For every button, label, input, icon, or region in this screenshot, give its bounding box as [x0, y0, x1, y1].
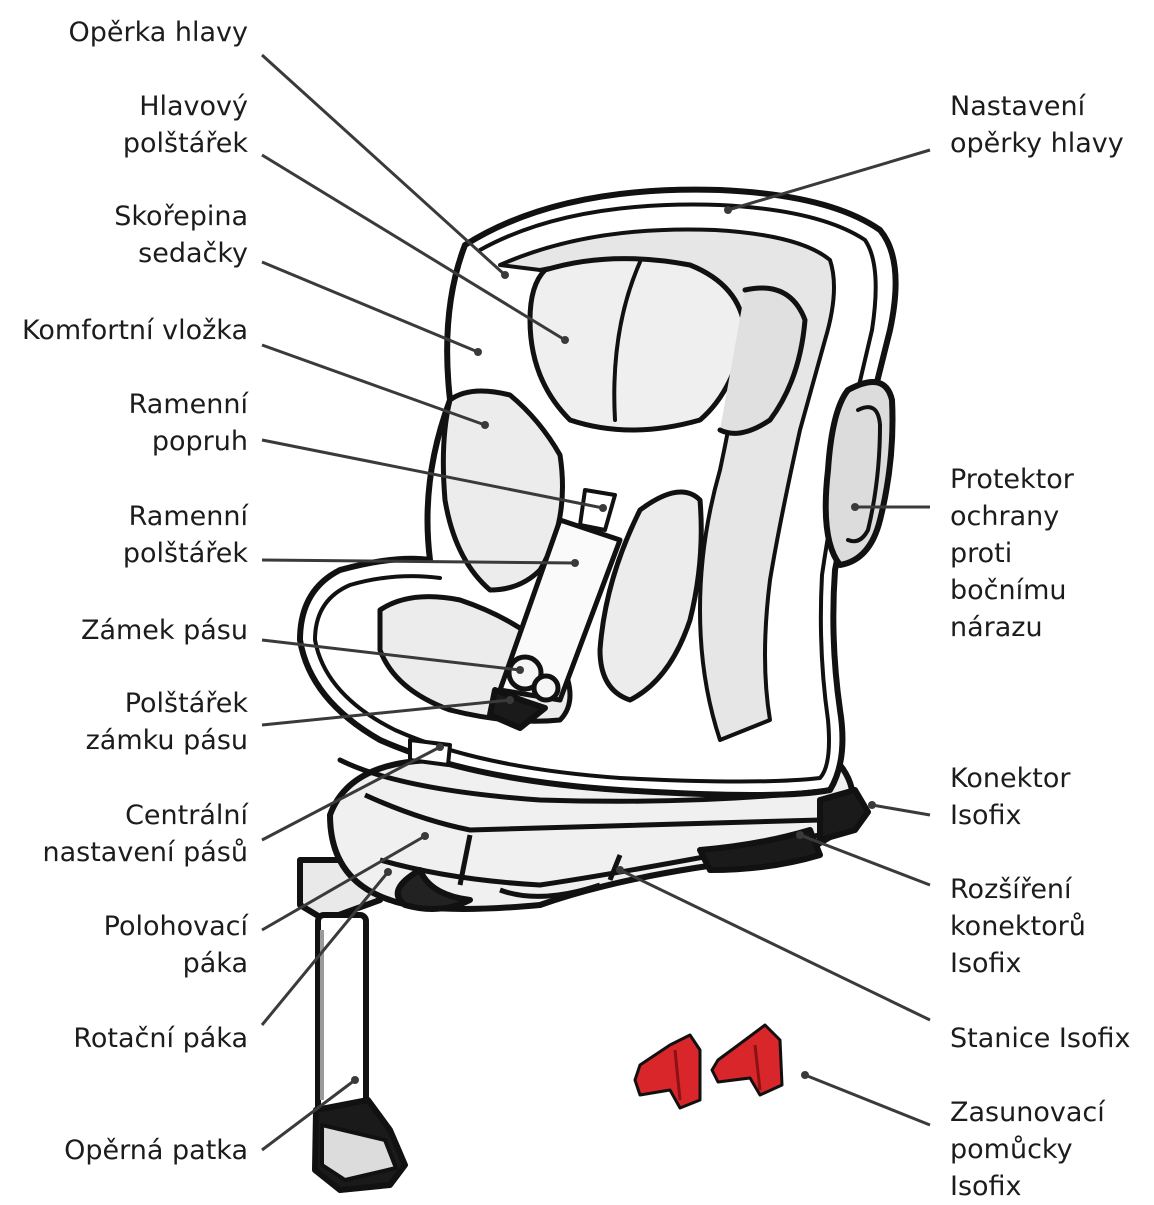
- label-line: Skořepina: [114, 201, 248, 232]
- label-recline-lever: Polohovací páka: [104, 908, 248, 982]
- label-isofix-station: Stanice Isofix: [950, 1020, 1130, 1057]
- label-line: Polohovací: [103, 911, 248, 942]
- label-line: Opěrná patka: [64, 1135, 248, 1166]
- label-central-adjuster: Centrální nastavení pásů: [42, 797, 248, 871]
- label-line: sedačky: [138, 238, 248, 269]
- label-side-impact: Protektor ochrany proti bočnímu nárazu: [950, 461, 1074, 646]
- label-isofix-extension: Rozšíření konektorů Isofix: [950, 871, 1086, 982]
- label-line: nastavení pásů: [42, 837, 248, 868]
- label-line: Komfortní vložka: [22, 315, 248, 346]
- label-isofix-connector: Konektor Isofix: [950, 760, 1070, 834]
- label-line: Isofix: [950, 948, 1022, 979]
- label-line: Centrální: [125, 800, 248, 831]
- label-buckle-pad: Polštářek zámku pásu: [86, 685, 248, 759]
- label-line: proti: [950, 538, 1013, 569]
- label-line: bočnímu: [950, 575, 1067, 606]
- label-line: Polštářek: [124, 688, 248, 719]
- label-line: ochrany: [950, 501, 1060, 532]
- label-line: Stanice Isofix: [950, 1023, 1131, 1054]
- label-line: zámku pásu: [85, 725, 248, 756]
- seat-shell-drawing: [297, 186, 899, 804]
- label-line: konektorů: [950, 911, 1086, 942]
- label-line: Opěrka hlavy: [68, 17, 248, 48]
- label-buckle: Zámek pásu: [81, 612, 248, 649]
- label-line: popruh: [151, 426, 248, 457]
- label-line: Rotační páka: [73, 1023, 248, 1054]
- label-shoulder-pad: Ramenní polštářek: [123, 498, 248, 572]
- label-line: Isofix: [950, 800, 1022, 831]
- label-headrest-adjust: Nastavení opěrky hlavy: [950, 88, 1124, 162]
- label-line: nárazu: [950, 612, 1043, 643]
- leader-lines: [260, 53, 931, 1152]
- label-line: Hlavový: [139, 91, 248, 122]
- isofix-guides-drawing: [633, 1023, 784, 1110]
- label-line: Protektor: [950, 464, 1074, 495]
- leader-dots: [351, 206, 876, 1084]
- label-line: opěrky hlavy: [950, 128, 1124, 159]
- label-seat-shell: Skořepina sedačky: [114, 198, 248, 272]
- label-support-leg: Opěrná patka: [64, 1132, 248, 1169]
- label-line: Ramenní: [128, 501, 248, 532]
- label-line: Zámek pásu: [80, 615, 248, 646]
- label-rotation-lever: Rotační páka: [73, 1020, 248, 1057]
- label-line: Zasunovací: [950, 1097, 1105, 1128]
- support-leg-drawing: [297, 857, 408, 1193]
- label-line: Nastavení: [950, 91, 1086, 122]
- label-line: páka: [182, 948, 248, 979]
- label-shoulder-strap: Ramenní popruh: [129, 386, 248, 460]
- label-line: Isofix: [950, 1171, 1022, 1202]
- label-comfort-insert: Komfortní vložka: [22, 312, 248, 349]
- label-line: Ramenní: [128, 389, 248, 420]
- label-line: polštářek: [122, 538, 248, 569]
- label-line: Konektor: [950, 763, 1071, 794]
- label-isofix-guides: Zasunovací pomůcky Isofix: [950, 1094, 1105, 1205]
- label-head-cushion: Hlavový polštářek: [123, 88, 248, 162]
- label-line: polštářek: [122, 128, 248, 159]
- label-head-rest: Opěrka hlavy: [68, 14, 248, 51]
- label-line: pomůcky: [950, 1134, 1073, 1165]
- label-line: Rozšíření: [950, 874, 1072, 905]
